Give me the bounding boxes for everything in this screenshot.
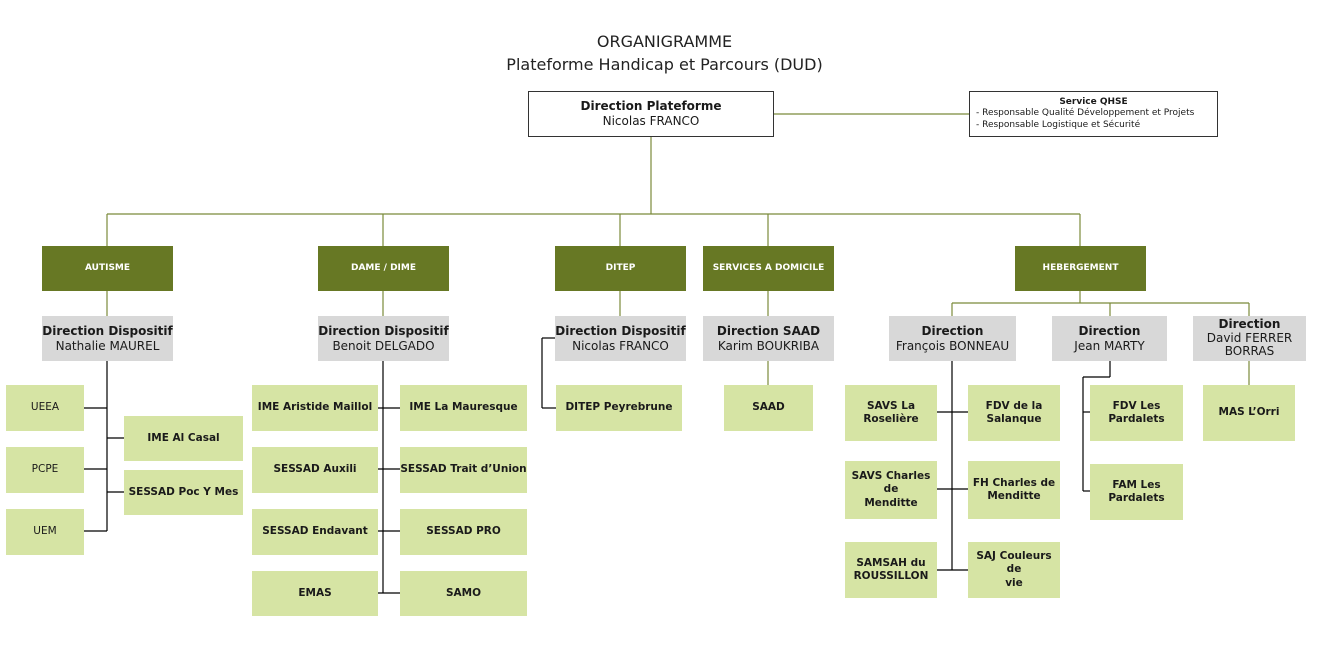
unit-line: vie <box>1005 576 1023 589</box>
unit-line: Menditte <box>987 490 1041 502</box>
sector-hebergement: HEBERGEMENT <box>1015 246 1146 291</box>
qhse-item: - Responsable Qualité Développement et P… <box>976 108 1195 119</box>
direction-role: Direction Dispositif <box>555 323 686 338</box>
unit-sessad-auxili: SESSAD Auxili <box>252 447 378 493</box>
unit-ime-aristide-maillol: IME Aristide Maillol <box>252 385 378 431</box>
direction-name: Karim BOUKRIBA <box>717 338 820 353</box>
sector-dame-dime: DAME / DIME <box>318 246 449 291</box>
unit-line: Menditte <box>864 496 918 509</box>
unit-line: Roselière <box>863 413 919 425</box>
unit-line: ROUSSILLON <box>853 570 929 582</box>
direction-role: Direction <box>921 323 984 338</box>
unit-ditep-peyrebrune: DITEP Peyrebrune <box>556 385 682 431</box>
unit-uem: UEM <box>6 509 84 555</box>
direction-name: BORRAS <box>1224 344 1275 359</box>
unit-line: FH Charles de <box>972 476 1056 489</box>
unit-fh-charles-de-menditte: FH Charles de Menditte <box>968 461 1060 519</box>
direction-role: Direction Dispositif <box>318 323 449 338</box>
unit-fam-les-pardalets: FAM Les Pardalets <box>1090 464 1183 520</box>
direction-bonneau: Direction François BONNEAU <box>889 316 1016 361</box>
unit-line: SAVS La <box>866 399 916 412</box>
chart-subtitle: Plateforme Handicap et Parcours (DUD) <box>506 55 823 74</box>
direction-role: Direction Dispositif <box>42 323 173 338</box>
unit-sessad-poc-y-mes: SESSAD Poc Y Mes <box>124 470 243 515</box>
unit-fdv-les-pardalets: FDV Les Pardalets <box>1090 385 1183 441</box>
unit-line: Pardalets <box>1108 492 1165 504</box>
qhse-item: - Responsable Logistique et Sécurité <box>976 119 1141 130</box>
sector-ditep: DITEP <box>555 246 686 291</box>
chart-title: ORGANIGRAMME <box>596 32 733 51</box>
direction-ditep: Direction Dispositif Nicolas FRANCO <box>555 316 686 361</box>
unit-line: Salanque <box>986 413 1042 425</box>
direction-name: François BONNEAU <box>895 338 1010 353</box>
unit-line: SAVS Charles de <box>851 470 931 496</box>
unit-samsah-du-roussillon: SAMSAH du ROUSSILLON <box>845 542 937 598</box>
direction-saad: Direction SAAD Karim BOUKRIBA <box>703 316 834 361</box>
direction-name: Nathalie MAUREL <box>55 338 160 353</box>
unit-line: SAMSAH du <box>856 556 926 569</box>
unit-line: FDV de la <box>985 399 1043 412</box>
qhse-box: Service QHSE - Responsable Qualité Dével… <box>969 91 1218 137</box>
qhse-title: Service QHSE <box>1059 97 1128 108</box>
unit-emas: EMAS <box>252 571 378 616</box>
direction-marty: Direction Jean MARTY <box>1052 316 1167 361</box>
unit-ime-al-casal: IME Al Casal <box>124 416 243 461</box>
top-name: Nicolas FRANCO <box>602 114 700 128</box>
direction-name: Jean MARTY <box>1074 338 1145 353</box>
unit-sessad-trait-d-union: SESSAD Trait d’Union <box>400 447 527 493</box>
unit-fdv-de-la-salanque: FDV de la Salanque <box>968 385 1060 441</box>
direction-ferrer: Direction David FERRER BORRAS <box>1193 316 1306 361</box>
unit-line: SAJ Couleurs de <box>976 550 1052 576</box>
direction-name: David FERRER <box>1206 330 1293 345</box>
direction-autisme: Direction Dispositif Nathalie MAUREL <box>42 316 173 361</box>
direction-role: Direction <box>1078 323 1141 338</box>
unit-line: Pardalets <box>1108 413 1165 425</box>
unit-saad: SAAD <box>724 385 813 431</box>
direction-role: Direction <box>1218 316 1281 331</box>
direction-role: Direction SAAD <box>716 323 821 338</box>
direction-plateforme-box: Direction Plateforme Nicolas FRANCO <box>528 91 774 137</box>
unit-sessad-endavant: SESSAD Endavant <box>252 509 378 555</box>
unit-mas-l-orri: MAS L’Orri <box>1203 385 1295 441</box>
unit-line: FDV Les <box>1112 399 1161 412</box>
direction-name: Benoit DELGADO <box>332 338 435 353</box>
unit-savs-la-roseliere: SAVS La Roselière <box>845 385 937 441</box>
direction-name: Nicolas FRANCO <box>572 338 669 353</box>
unit-samo: SAMO <box>400 571 527 616</box>
sector-autisme: AUTISME <box>42 246 173 291</box>
unit-sessad-pro: SESSAD PRO <box>400 509 527 555</box>
unit-pcpe: PCPE <box>6 447 84 493</box>
unit-savs-charles-de-menditte: SAVS Charles de Menditte <box>845 461 937 519</box>
unit-line: FAM Les <box>1112 478 1161 491</box>
unit-saj-couleurs-de-vie: SAJ Couleurs de vie <box>968 542 1060 598</box>
direction-dame: Direction Dispositif Benoit DELGADO <box>318 316 449 361</box>
sector-services-domicile: SERVICES A DOMICILE <box>703 246 834 291</box>
top-role: Direction Plateforme <box>580 99 722 113</box>
unit-ueea: UEEA <box>6 385 84 431</box>
unit-ime-la-mauresque: IME La Mauresque <box>400 385 527 431</box>
